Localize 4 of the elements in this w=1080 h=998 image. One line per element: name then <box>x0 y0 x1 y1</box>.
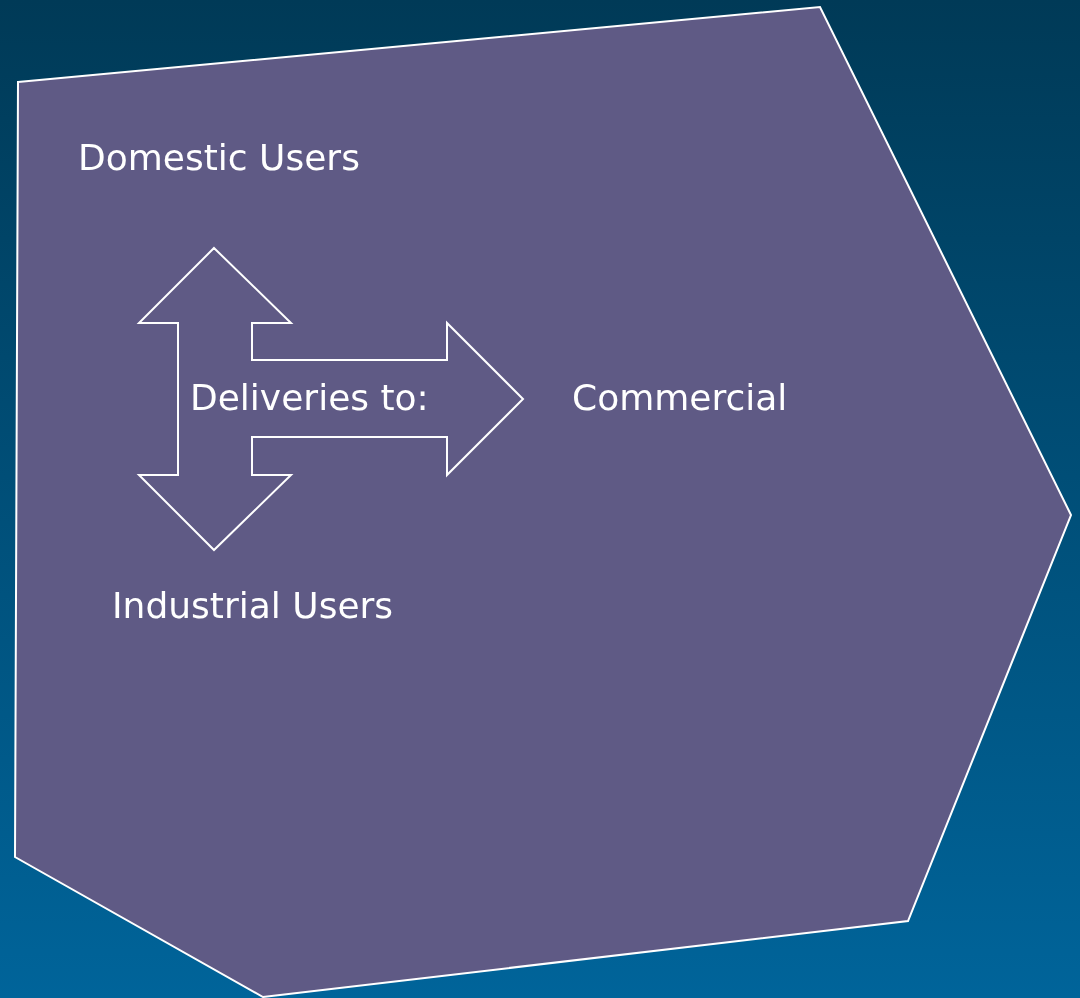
node-label: Deliveries to: <box>190 378 429 418</box>
node-label: Domestic Users <box>78 138 360 178</box>
node-label: Industrial Users <box>112 586 394 626</box>
node-label: Commercial <box>572 378 788 418</box>
